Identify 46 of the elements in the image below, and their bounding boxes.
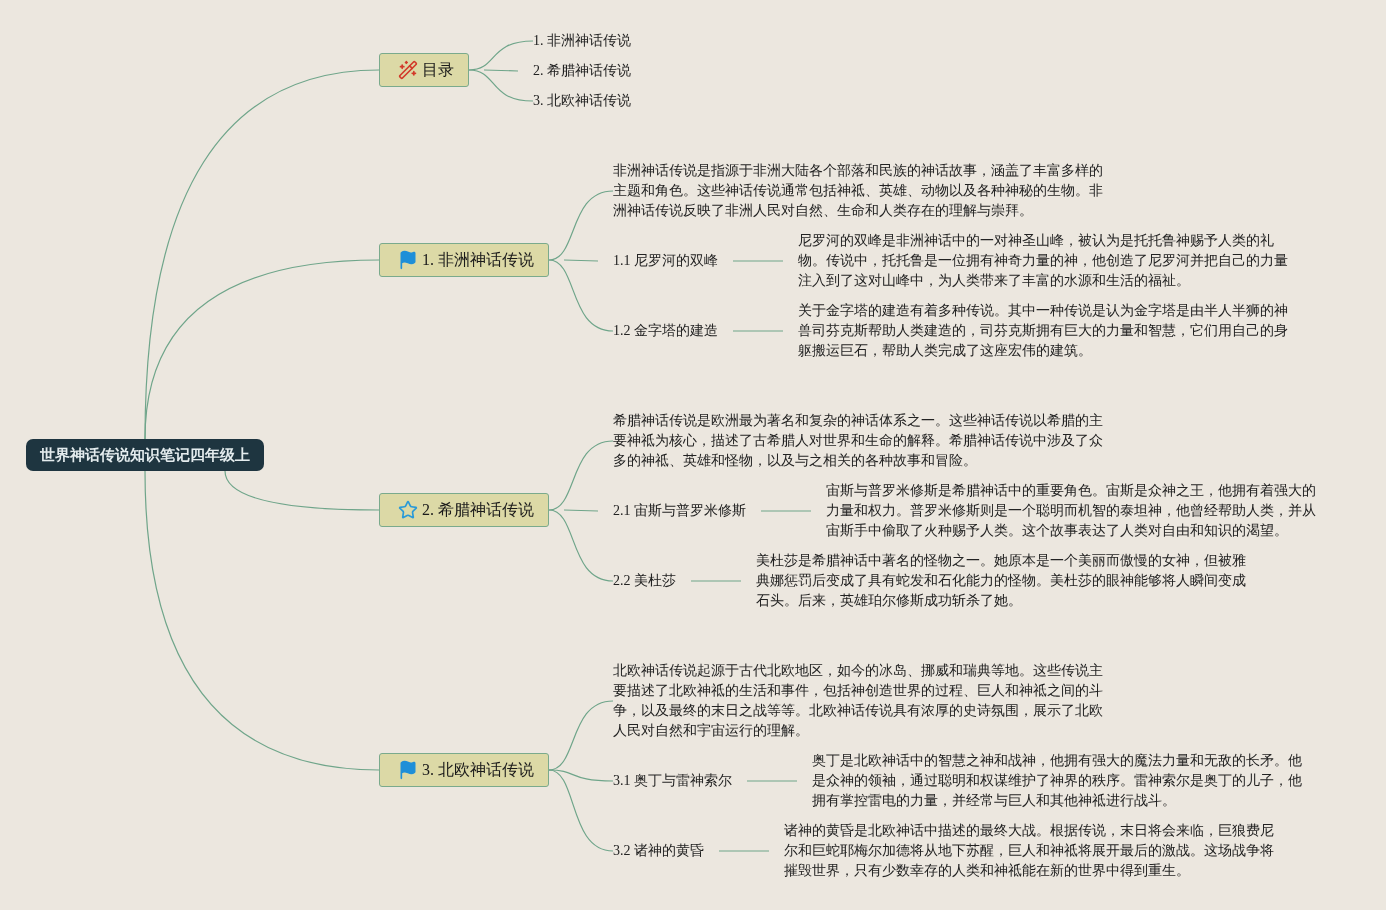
connector-line	[718, 850, 770, 852]
subtopic-label: 3. 北欧神话传说	[533, 91, 631, 111]
connector-line	[224, 470, 380, 511]
topic-label: 2. 希腊神话传说	[422, 499, 534, 520]
connector-line	[732, 260, 784, 262]
subtopic-label: 2.2 美杜莎	[613, 571, 676, 591]
description-text: 奥丁是北欧神话中的智慧之神和战神，他拥有强大的魔法力量和无敌的长矛。他是众神的领袖，通过聪明和权谋维护了神界的秩序。雷神索尔是奥丁的儿子，他拥有掌控雷电的力量，并经常与巨人和其他神祗进行战斗。	[812, 751, 1306, 811]
connector-line	[144, 470, 380, 771]
topic-label: 目录	[422, 59, 454, 80]
subtopic-label: 2. 希腊神话传说	[533, 61, 631, 81]
connector-line	[760, 510, 812, 512]
connector-line	[563, 259, 599, 262]
topic-box	[379, 53, 469, 87]
description-text: 美杜莎是希腊神话中著名的怪物之一。她原本是一个美丽而傲慢的女神，但被雅典娜惩罚后变成了具有蛇发和石化能力的怪物。美杜莎的眼神能够将人瞬间变成石头。后来，英雄珀尔修斯成功斩杀了她。	[756, 551, 1250, 611]
topic-label: 3. 北欧神话传说	[422, 759, 534, 780]
topic-box	[379, 753, 549, 787]
description-text: 北欧神话传说起源于古代北欧地区，如今的冰岛、挪威和瑞典等地。这些传说主要描述了北欧神祗的生活和事件，包括神创造世界的过程、巨人和神祗之间的斗争，以及最终的末日之战等等。北欧神话传说具有浓厚的史诗氛围，展示了北欧人民对自然和宇宙运行的理解。	[613, 661, 1107, 741]
topic-box	[379, 243, 549, 277]
description-text: 希腊神话传说是欧洲最为著名和复杂的神话体系之一。这些神话传说以希腊的主要神祗为核心，描述了古希腊人对世界和生命的解释。希腊神话传说中涉及了众多的神祗、英雄和怪物，以及与之相关的各种故事和冒险。	[613, 411, 1107, 471]
connector-line	[690, 580, 742, 582]
connector-line	[548, 509, 614, 582]
connector-line	[483, 69, 519, 72]
description-text: 尼罗河的双峰是非洲神话中的一对神圣山峰，被认为是托托鲁神赐予人类的礼物。传说中，托托鲁是一位拥有神奇力量的神，他创造了尼罗河并把自己的力量注入到了这对山峰中，为人类带来了丰富的水源和生活的福祉。	[798, 231, 1292, 291]
description-text: 诸神的黄昏是北欧神话中描述的最终大战。根据传说，末日将会来临，巨狼费尼尔和巨蛇耶梅尔加德将从地下苏醒，巨人和神祗将展开最后的激战。这场战争将摧毁世界，只有少数幸存的人类和神祗能在新的世界中得到重生。	[784, 821, 1278, 881]
connector-line	[548, 769, 614, 782]
subtopic-label: 2.1 宙斯与普罗米修斯	[613, 501, 746, 521]
subtopic-label: 1.2 金字塔的建造	[613, 321, 718, 341]
connector-line	[548, 769, 614, 852]
topic-box	[379, 493, 549, 527]
connector-line	[563, 509, 599, 512]
connector-line	[144, 259, 380, 440]
root-topic: 世界神话传说知识笔记四年级上	[26, 439, 264, 471]
subtopic-label: 1.1 尼罗河的双峰	[613, 251, 718, 271]
connector-line	[548, 190, 614, 261]
connector-line	[732, 330, 784, 332]
subtopic-label: 3.2 诸神的黄昏	[613, 841, 704, 861]
topic-label: 1. 非洲神话传说	[422, 249, 534, 270]
description-text: 非洲神话传说是指源于非洲大陆各个部落和民族的神话故事，涵盖了丰富多样的主题和角色。这些神话传说通常包括神祗、英雄、动物以及各种神秘的生物。非洲神话传说反映了非洲人民对自然、生命和人类存在的理解与崇拜。	[613, 161, 1107, 221]
subtopic-label: 3.1 奥丁与雷神索尔	[613, 771, 732, 791]
subtopic-label: 1. 非洲神话传说	[533, 31, 631, 51]
connector-line	[548, 259, 614, 332]
connector-line	[746, 780, 798, 782]
description-text: 关于金字塔的建造有着多种传说。其中一种传说是认为金字塔是由半人半狮的神兽司芬克斯帮助人类建造的，司芬克斯拥有巨大的力量和智慧，它们用自己的身躯搬运巨石，帮助人类完成了这座宏伟的建筑。	[798, 301, 1292, 361]
description-text: 宙斯与普罗米修斯是希腊神话中的重要角色。宙斯是众神之王，他拥有着强大的力量和权力。普罗米修斯则是一个聪明而机智的泰坦神，他曾经帮助人类，并从宙斯手中偷取了火种赐予人类。这个故事表达了人类对自由和知识的渴望。	[826, 481, 1320, 541]
connector-line	[468, 69, 534, 102]
connector-line	[548, 440, 614, 511]
